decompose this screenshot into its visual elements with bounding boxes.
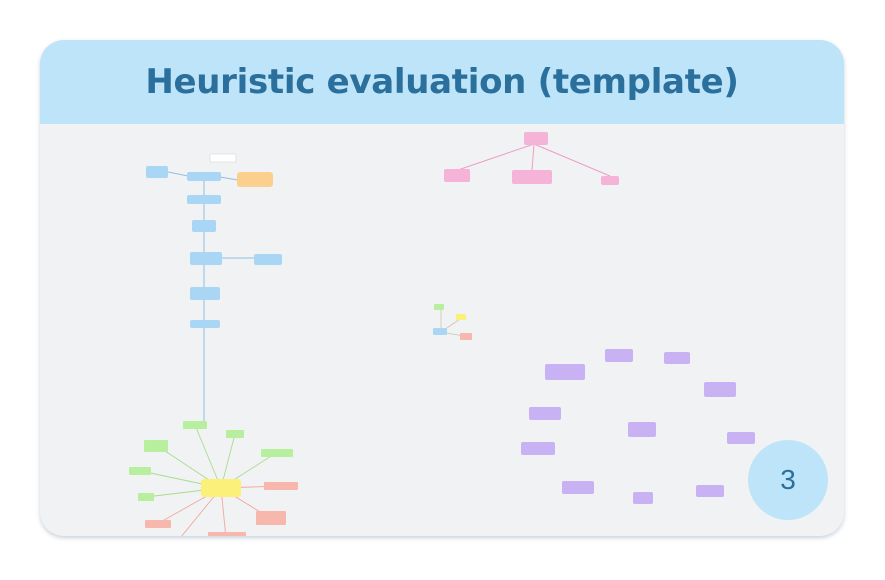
- purple-affinity-group: [521, 349, 755, 504]
- board-card[interactable]: Heuristic evaluation (template): [40, 40, 844, 536]
- diagram-node: [145, 520, 171, 528]
- diagram-node: [256, 511, 286, 525]
- diagram-node: [664, 352, 690, 364]
- diagram-node: [187, 172, 221, 181]
- diagram-node: [190, 252, 222, 265]
- diagram-node: [521, 442, 555, 455]
- diagram-node: [605, 349, 633, 362]
- diagram-node: [208, 532, 246, 536]
- diagram-node: [727, 432, 755, 444]
- diagram-node: [456, 314, 466, 320]
- diagram-node: [512, 170, 552, 184]
- card-title: Heuristic evaluation (template): [145, 62, 739, 102]
- red-branch-nodes: [145, 482, 298, 536]
- diagram-node: [190, 320, 220, 328]
- diagram-node: [633, 492, 653, 504]
- diagram-node: [192, 220, 216, 232]
- diagram-node: [226, 430, 244, 438]
- diagram-node: [264, 482, 298, 490]
- diagram-node: [187, 195, 221, 204]
- green-branch-nodes: [129, 421, 293, 501]
- diagram-node: [201, 479, 241, 497]
- card-header: Heuristic evaluation (template): [40, 40, 844, 124]
- diagram-node: [628, 422, 656, 437]
- diagram-node: [529, 407, 561, 420]
- diagram-node: [444, 169, 470, 182]
- diagram-node: [254, 254, 282, 265]
- diagram-node: [237, 172, 273, 187]
- diagram-node: [434, 304, 444, 310]
- diagram-node: [190, 287, 220, 300]
- count-badge: 3: [748, 440, 828, 520]
- diagram-node: [601, 176, 619, 185]
- diagram-node: [129, 467, 151, 475]
- pink-tree-diagram: [457, 143, 611, 177]
- diagram-node: [545, 364, 585, 380]
- diagram-node: [562, 481, 594, 494]
- diagram-node: [460, 333, 472, 340]
- mindmap-thumbnail: [129, 132, 755, 536]
- diagram-node: [524, 132, 548, 145]
- diagram-node: [261, 449, 293, 457]
- count-badge-label: 3: [780, 464, 796, 495]
- diagram-node: [183, 421, 207, 429]
- blue-nodes: [146, 166, 282, 328]
- diagram-node: [696, 485, 724, 497]
- board-preview: [40, 124, 844, 536]
- diagram-node: [209, 153, 237, 163]
- diagram-node: [138, 493, 154, 501]
- diagram-node: [704, 382, 736, 397]
- diagram-node: [144, 440, 168, 452]
- diagram-node: [146, 166, 168, 178]
- pink-nodes: [444, 132, 619, 185]
- diagram-node: [433, 328, 447, 335]
